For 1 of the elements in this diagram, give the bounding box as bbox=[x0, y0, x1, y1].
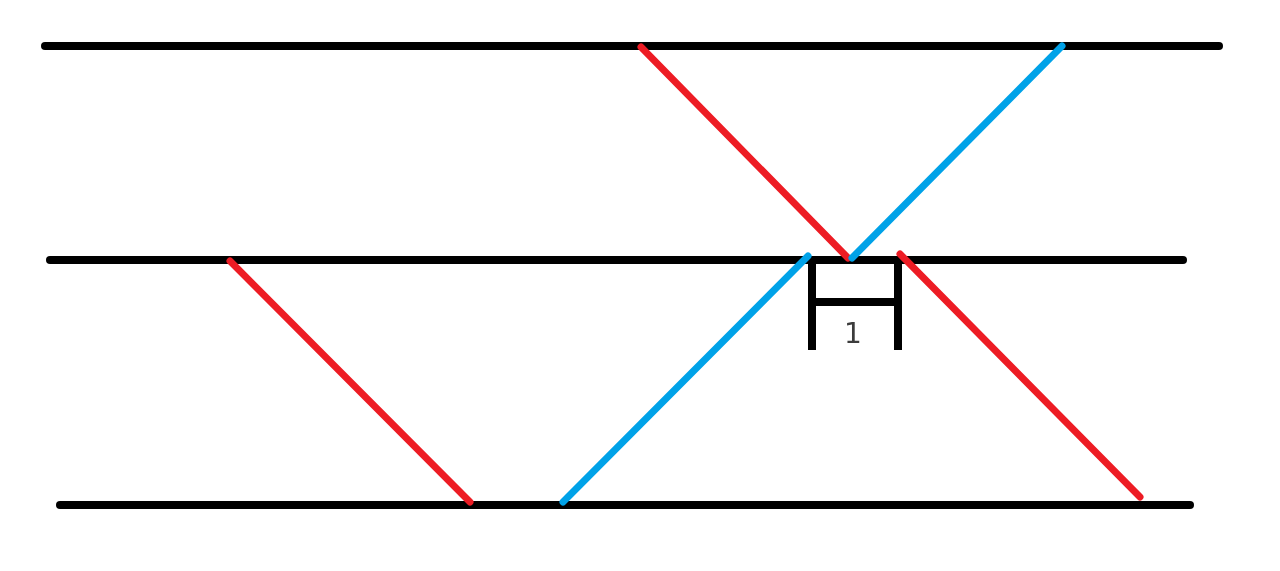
dimension-label: 1 bbox=[844, 320, 862, 348]
